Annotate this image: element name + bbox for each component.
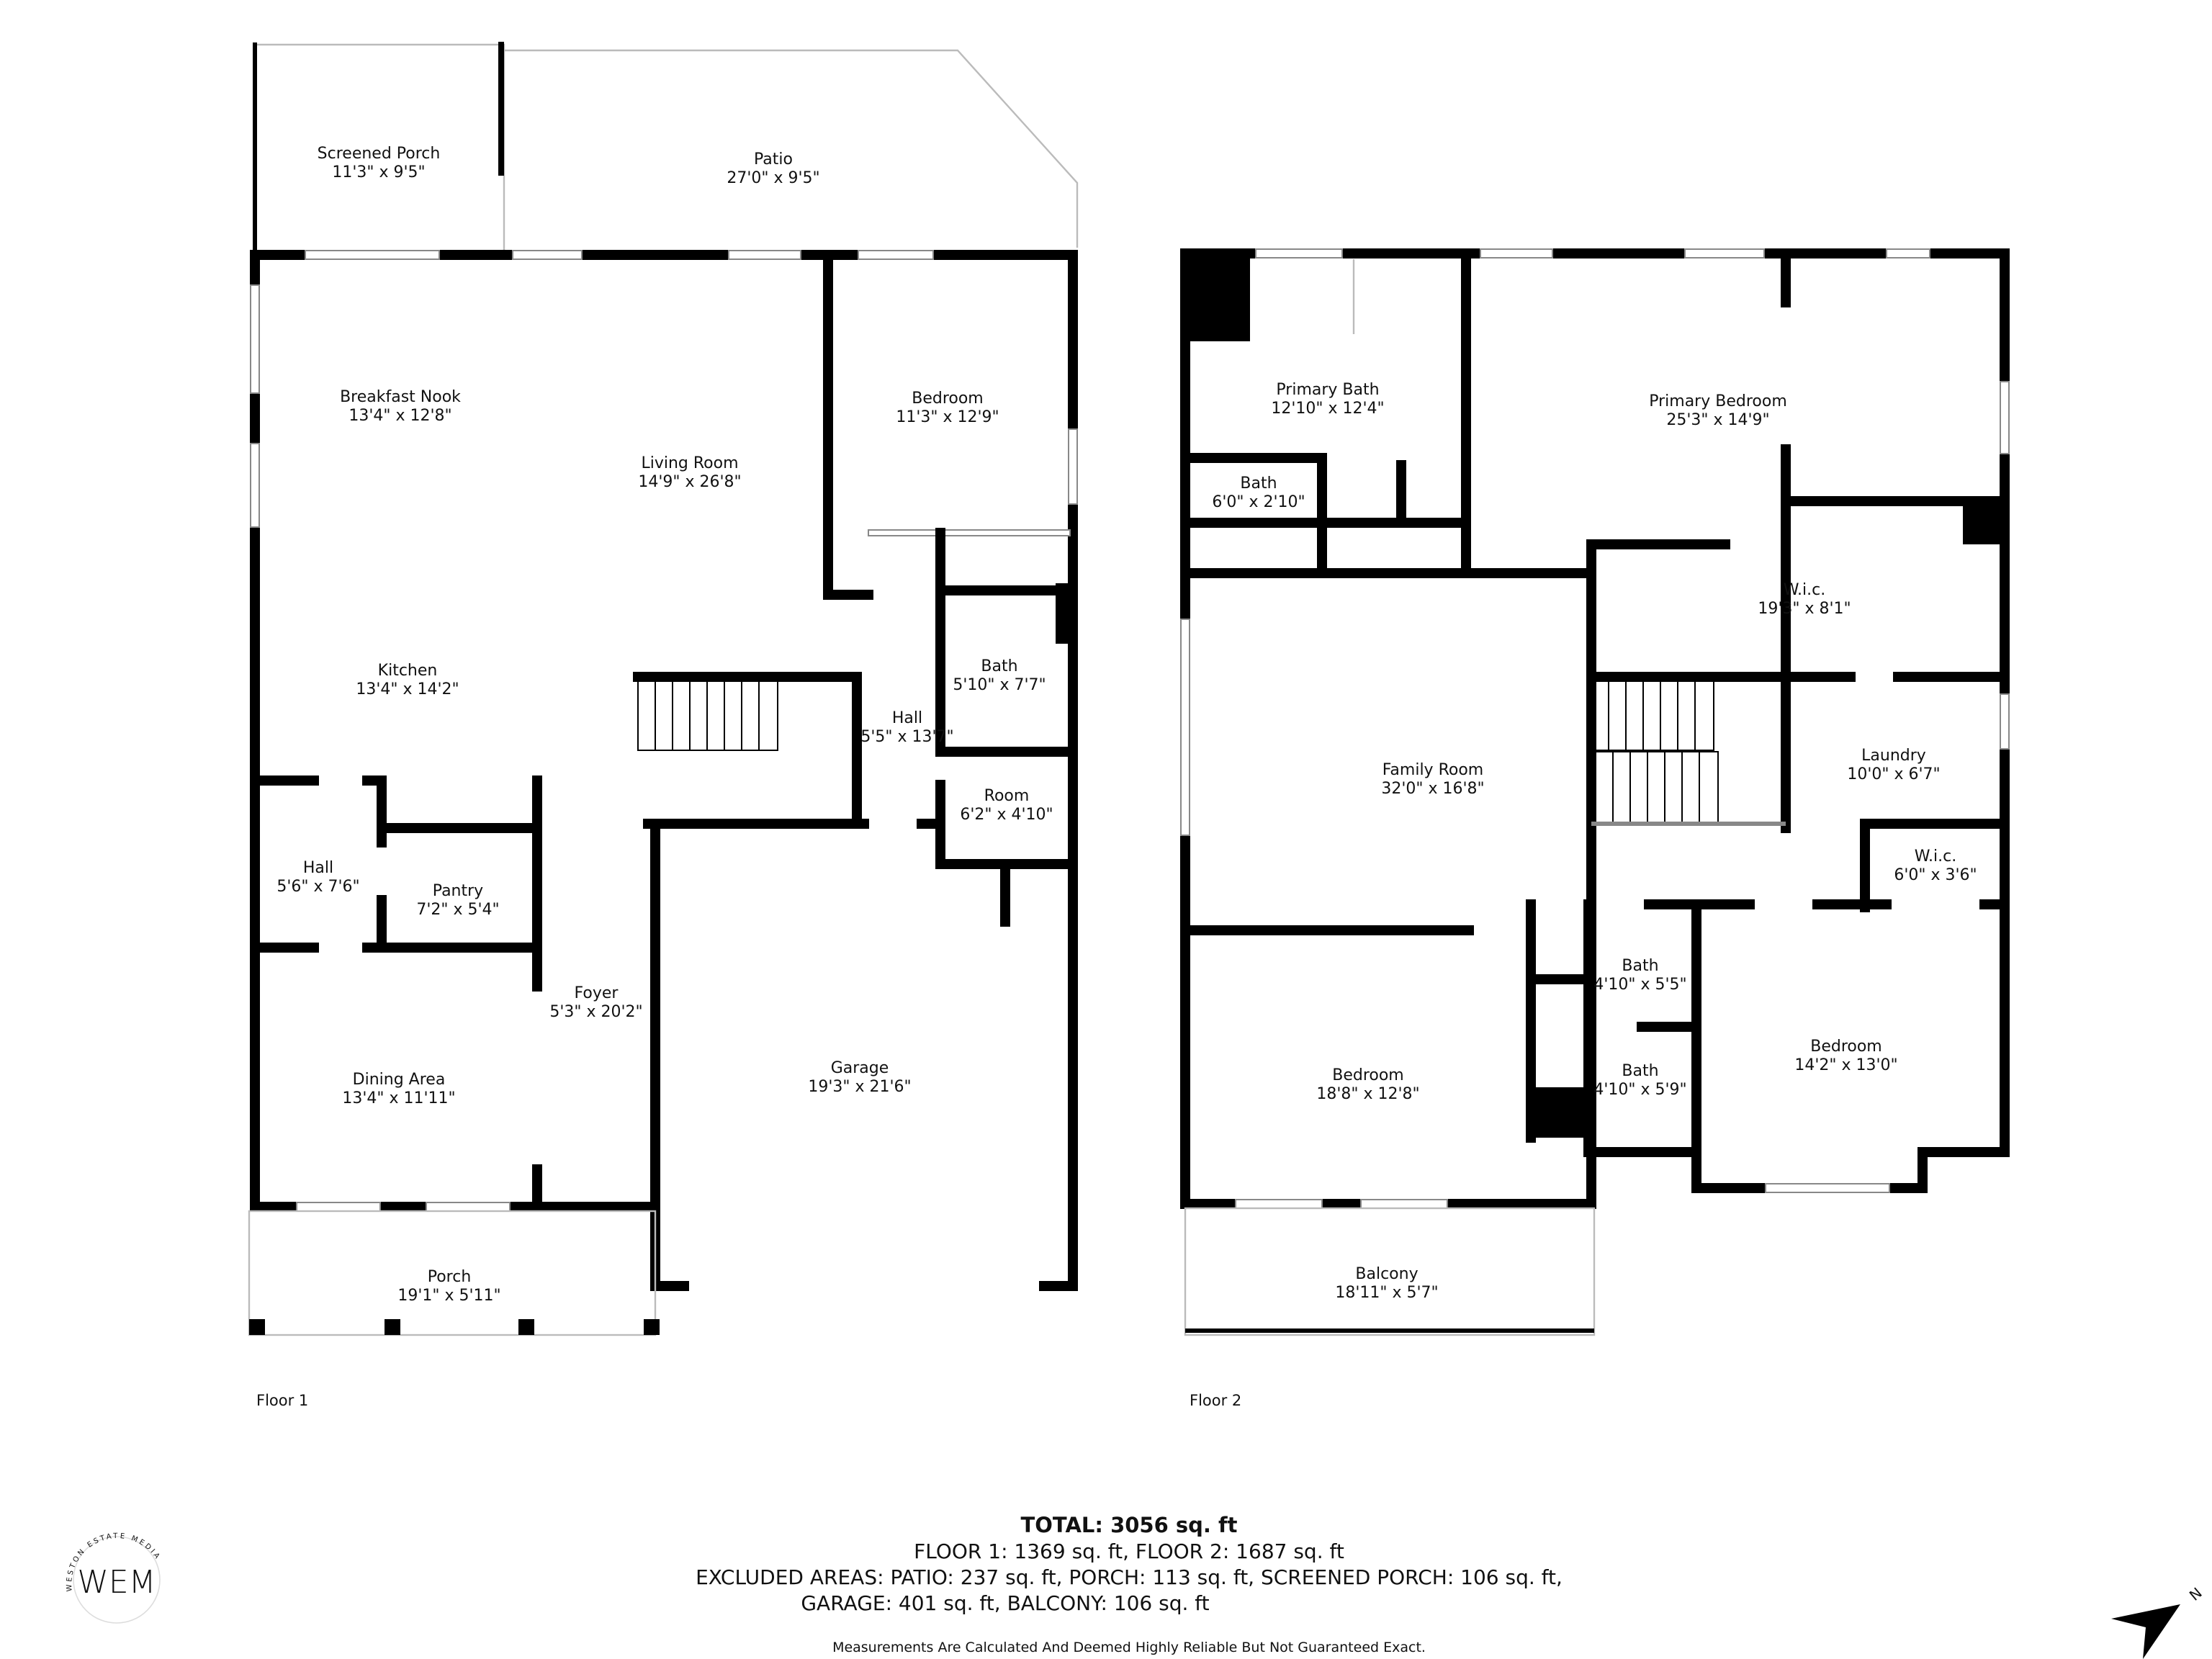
area-summary: TOTAL: 3056 sq. ft FLOOR 1: 1369 sq. ft,… <box>696 1513 1563 1655</box>
excluded-areas-line1: EXCLUDED AREAS: PATIO: 237 sq. ft, PORCH… <box>696 1565 1563 1589</box>
room-name: Bedroom <box>1810 1038 1882 1056</box>
room-size: 14'9" x 26'8" <box>638 473 741 491</box>
room-size: 27'0" x 9'5" <box>727 169 819 187</box>
room-size: 25'3" x 14'9" <box>1666 411 1769 429</box>
room-size: 5'5" x 13'7" <box>860 728 953 746</box>
room-size: 6'0" x 3'6" <box>1894 866 1977 884</box>
room-size: 13'4" x 14'2" <box>356 680 459 698</box>
room-size: 19'1" x 5'11" <box>397 1287 500 1305</box>
room-size: 4'10" x 5'9" <box>1593 1081 1686 1099</box>
room-name: Living Room <box>641 454 738 472</box>
room-name: Bath <box>981 657 1017 675</box>
room-size: 5'6" x 7'6" <box>276 878 359 896</box>
room-size: 4'10" x 5'5" <box>1593 976 1686 994</box>
staircase <box>1591 680 1786 826</box>
room-size: 7'2" x 5'4" <box>416 901 499 919</box>
room-size: 6'0" x 2'10" <box>1212 493 1305 511</box>
room-size: 12'10" x 12'4" <box>1271 400 1384 418</box>
room-size: 5'10" x 7'7" <box>953 676 1046 694</box>
room-size: 10'0" x 6'7" <box>1847 765 1940 783</box>
room-name: Screened Porch <box>318 145 441 163</box>
room-size: 32'0" x 16'8" <box>1381 780 1484 798</box>
room-name: Bedroom <box>912 390 984 408</box>
room-size: 19'3" x 21'6" <box>808 1078 911 1096</box>
room-size: 14'2" x 13'0" <box>1794 1056 1897 1074</box>
room-name: Kitchen <box>378 662 438 680</box>
north-arrow-icon: N <box>2111 1584 2206 1659</box>
room-name: Patio <box>754 150 793 168</box>
room-name: Bath <box>1240 475 1277 493</box>
room-size: 18'11" x 5'7" <box>1335 1284 1438 1302</box>
room-size: 5'3" x 20'2" <box>549 1003 642 1021</box>
room-name: Hall <box>303 859 333 877</box>
room-name: Garage <box>831 1059 889 1077</box>
company-logo: WESTON ESTATE MEDIA WEM <box>66 1532 161 1624</box>
floor1-labels: Screened Porch 11'3" x 9'5" Patio 27'0" … <box>256 145 1053 1409</box>
floor1-plan <box>248 42 1079 1336</box>
floor2-label: Floor 2 <box>1190 1392 1241 1409</box>
room-name: Family Room <box>1382 761 1483 779</box>
room-name: Porch <box>428 1268 472 1286</box>
logo-initials: WEM <box>77 1564 156 1601</box>
disclaimer: Measurements Are Calculated And Deemed H… <box>832 1640 1426 1655</box>
room-name: Balcony <box>1355 1265 1418 1283</box>
floor2-plan <box>1180 248 2010 1336</box>
floor-areas: FLOOR 1: 1369 sq. ft, FLOOR 2: 1687 sq. … <box>914 1539 1344 1563</box>
room-name: Bath <box>1622 957 1658 975</box>
room-name: Foyer <box>575 984 619 1002</box>
total-area: TOTAL: 3056 sq. ft <box>1020 1513 1237 1537</box>
room-size: 13'4" x 11'11" <box>342 1089 455 1107</box>
room-size: 11'3" x 12'9" <box>896 408 999 426</box>
staircase <box>637 680 778 751</box>
north-label: N <box>2186 1584 2206 1604</box>
excluded-areas-line2: GARAGE: 401 sq. ft, BALCONY: 106 sq. ft <box>801 1591 1209 1615</box>
floor1-label: Floor 1 <box>256 1392 308 1409</box>
room-name: Bath <box>1622 1062 1658 1080</box>
room-size: 13'4" x 12'8" <box>349 407 451 425</box>
room-size: 11'3" x 9'5" <box>332 163 425 181</box>
floor2-labels: Primary Bath 12'10" x 12'4" Primary Bedr… <box>1190 381 1977 1409</box>
room-name: Hall <box>892 709 922 727</box>
room-size: 19'3" x 8'1" <box>1758 600 1851 618</box>
room-name: Breakfast Nook <box>340 388 461 406</box>
room-size: 18'8" x 12'8" <box>1316 1085 1419 1103</box>
room-name: Laundry <box>1861 747 1926 765</box>
room-name: Pantry <box>433 882 483 900</box>
room-name: Bedroom <box>1332 1066 1404 1084</box>
room-name: Primary Bath <box>1276 381 1379 399</box>
room-name: Room <box>984 787 1030 805</box>
room-name: Primary Bedroom <box>1649 392 1787 410</box>
room-name: Dining Area <box>353 1071 446 1089</box>
room-name: W.i.c. <box>1784 581 1825 599</box>
room-name: W.i.c. <box>1915 848 1956 866</box>
room-size: 6'2" x 4'10" <box>960 806 1053 824</box>
